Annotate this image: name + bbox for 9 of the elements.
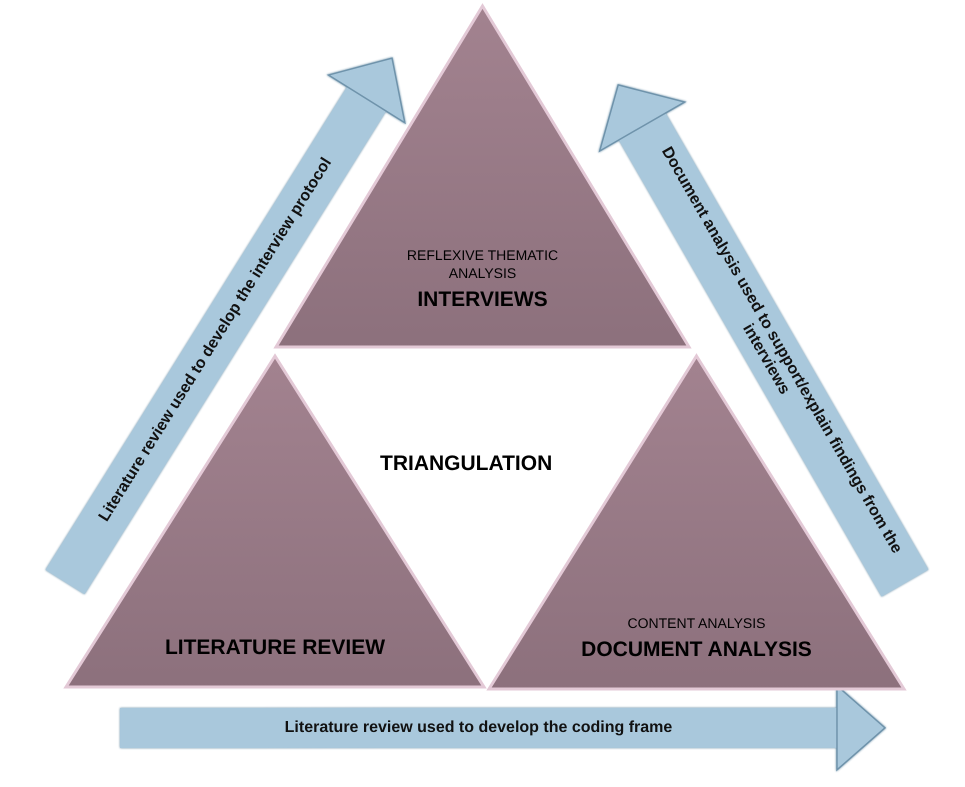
edge-label: Literature review used to develop the coding frame	[284, 718, 674, 737]
subheading: REFLEXIVE THEMATIC ANALYSIS	[406, 246, 560, 282]
heading: INTERVIEWS	[417, 288, 548, 312]
block-arrow	[598, 84, 928, 597]
heading: DOCUMENT ANALYSIS	[581, 638, 812, 662]
block-arrow	[46, 57, 406, 594]
subheading: CONTENT ANALYSIS	[628, 614, 766, 632]
center-label: TRIANGULATION	[380, 452, 552, 476]
heading: LITERATURE REVIEW	[164, 636, 386, 660]
